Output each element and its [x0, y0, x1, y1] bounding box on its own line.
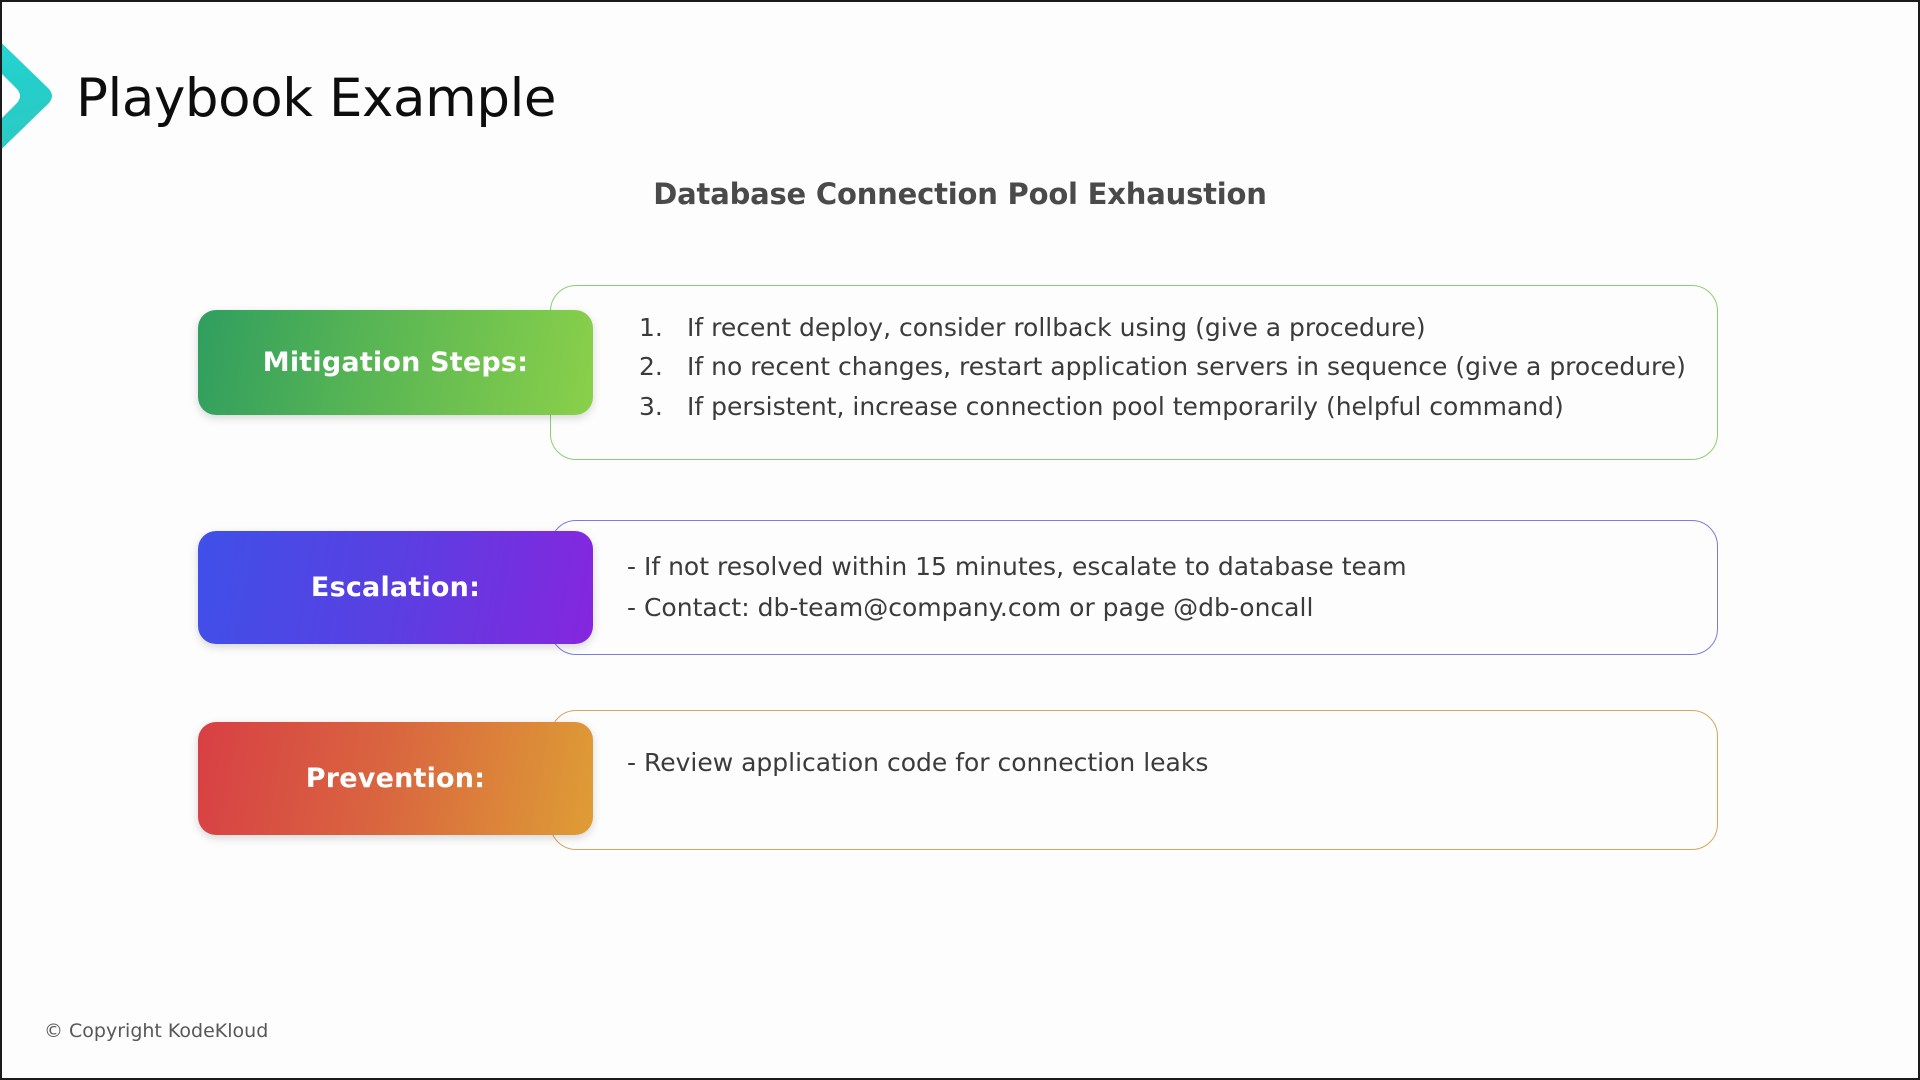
- list-item: - Contact: db-team@company.com or page @…: [627, 592, 1314, 622]
- step-text: If persistent, increase connection pool …: [687, 391, 1564, 421]
- prevention-content-card: - Review application code for connection…: [550, 710, 1718, 850]
- list-item: - If not resolved within 15 minutes, esc…: [627, 552, 1407, 581]
- escalation-lines-list: - If not resolved within 15 minutes, esc…: [627, 547, 1683, 628]
- step-number: 1.: [639, 313, 663, 342]
- page-title: Playbook Example: [76, 68, 557, 129]
- list-item: 3. If persistent, increase connection po…: [639, 387, 1683, 426]
- chevron-right-logo-icon: [2, 43, 52, 149]
- step-number: 3.: [639, 391, 663, 421]
- step-text: If no recent changes, restart applicatio…: [687, 352, 1686, 382]
- section-prevention: - Review application code for connection…: [198, 710, 1718, 850]
- list-item: 1. If recent deploy, consider rollback u…: [639, 308, 1683, 347]
- mitigation-label-pill: Mitigation Steps:: [198, 310, 593, 415]
- copyright-footer: © Copyright KodeKloud: [44, 1020, 269, 1042]
- step-text: If recent deploy, consider rollback usin…: [687, 313, 1426, 342]
- mitigation-content-card: 1. If recent deploy, consider rollback u…: [550, 285, 1718, 460]
- escalation-label-pill: Escalation:: [198, 531, 593, 644]
- step-number: 2.: [639, 352, 663, 382]
- prevention-label-pill: Prevention:: [198, 722, 593, 835]
- escalation-label-text: Escalation:: [310, 572, 481, 603]
- list-item: 2. If no recent changes, restart applica…: [639, 347, 1686, 386]
- prevention-lines-list: - Review application code for connection…: [627, 743, 1683, 784]
- mitigation-steps-list: 1. If recent deploy, consider rollback u…: [639, 308, 1686, 426]
- list-item: - Review application code for connection…: [627, 748, 1209, 777]
- section-mitigation: 1. If recent deploy, consider rollback u…: [198, 285, 1718, 460]
- escalation-content-card: - If not resolved within 15 minutes, esc…: [550, 520, 1718, 655]
- section-escalation: - If not resolved within 15 minutes, esc…: [198, 520, 1718, 655]
- mitigation-label-text: Mitigation Steps:: [262, 347, 529, 378]
- incident-subtitle: Database Connection Pool Exhaustion: [653, 177, 1267, 211]
- prevention-label-text: Prevention:: [305, 763, 486, 794]
